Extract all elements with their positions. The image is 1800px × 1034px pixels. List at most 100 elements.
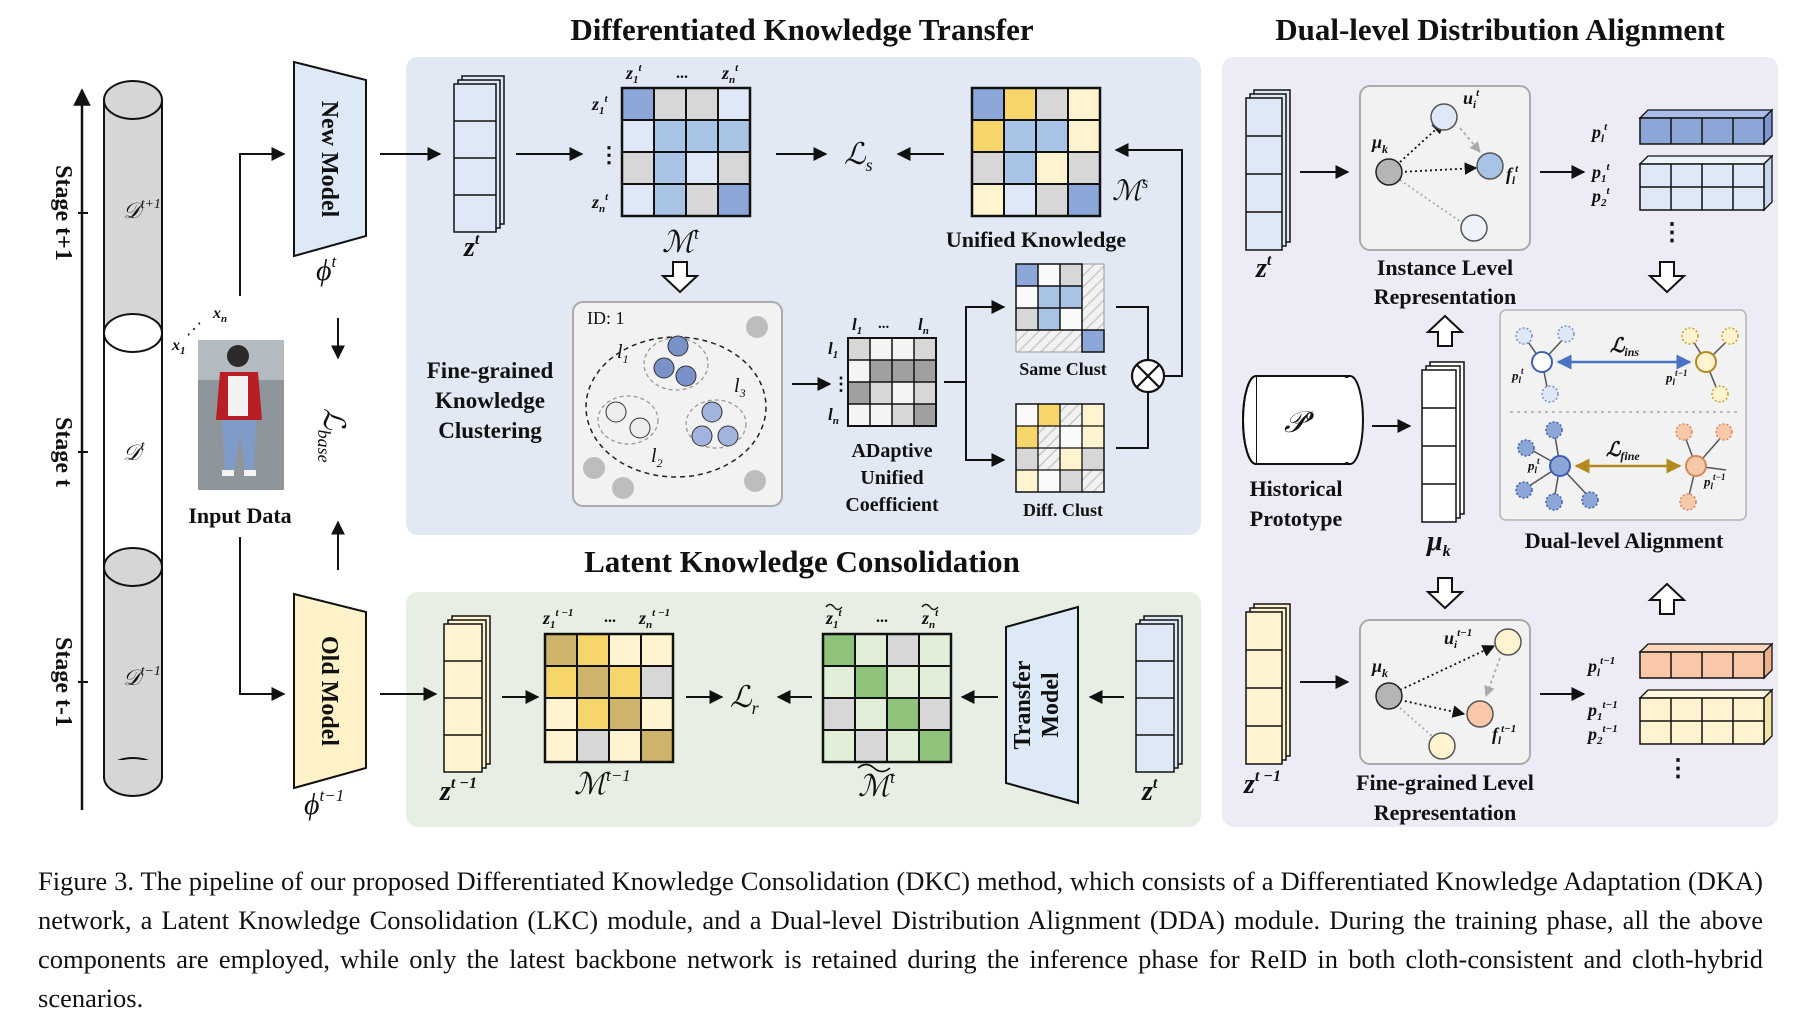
p-prev-vdots: ⋮ bbox=[1666, 756, 1690, 782]
dkt-header: Differentiated Knowledge Transfer bbox=[570, 12, 1033, 47]
p2-prev-label: p2t−1 bbox=[1586, 723, 1618, 747]
instance-label-1: Instance Level bbox=[1377, 255, 1513, 280]
lkc-zt-label: zt bbox=[1141, 775, 1158, 807]
cluster-l1: l1 bbox=[617, 341, 629, 366]
pl-prev-vector bbox=[1638, 642, 1774, 680]
fine-f: flt−1 bbox=[1492, 723, 1516, 747]
mprev-matrix bbox=[543, 632, 675, 764]
coef-row-first: l1 bbox=[828, 339, 838, 361]
old-model-label: Old Model bbox=[316, 636, 342, 746]
zprev-label: zt −1 bbox=[439, 775, 477, 807]
coef-col-last: ln bbox=[918, 315, 929, 337]
dda-zprev-label: zt −1 bbox=[1243, 768, 1281, 800]
l-r: ℒr bbox=[730, 681, 760, 718]
p2-t-label: p2t bbox=[1590, 185, 1611, 209]
coef-col-first: l1 bbox=[852, 315, 862, 337]
adaptive-label-3: Coefficient bbox=[845, 494, 939, 516]
instance-mu: μk bbox=[1371, 132, 1388, 156]
stage-cylinder bbox=[103, 80, 163, 797]
dual-bottom-right-label: plt−1 bbox=[1703, 472, 1725, 491]
arrow-coef-branch-2 bbox=[965, 382, 1006, 467]
coef-col-dots: ... bbox=[878, 316, 890, 332]
old-model-trapezoid bbox=[293, 592, 367, 790]
pl-t-label: plt bbox=[1590, 121, 1608, 145]
transfer-model-label-2: Model bbox=[1038, 672, 1064, 738]
lkc-panel bbox=[406, 592, 1201, 827]
p12-prev-vector bbox=[1638, 688, 1774, 746]
hollow-arrow-p-down bbox=[1647, 261, 1687, 294]
tilde-col-last bbox=[921, 603, 939, 611]
stage-current-label: Stage t bbox=[50, 417, 76, 487]
hollow-arrow-to-instance bbox=[1425, 314, 1465, 347]
mt-row-first: z1t bbox=[591, 93, 609, 117]
arrow-coef-branch bbox=[944, 300, 1006, 383]
mtilde-label: ℳt bbox=[858, 768, 896, 803]
line-same-to-otimes bbox=[1116, 306, 1149, 360]
zt-label: zt bbox=[463, 231, 480, 263]
instance-label-2: Representation bbox=[1374, 284, 1517, 309]
input-data-label: Input Data bbox=[188, 503, 291, 528]
same-clust-label: Same Clust bbox=[1019, 359, 1107, 379]
coef-row-last: ln bbox=[828, 405, 839, 427]
p-t-vdots: ⋮ bbox=[1660, 220, 1684, 246]
mtilde-col-last: znt bbox=[921, 607, 939, 631]
input-dots: ⋰ bbox=[186, 321, 202, 338]
mtilde-col-first: z1t bbox=[825, 607, 843, 631]
fine-grained-label-1: Fine-grained bbox=[427, 358, 554, 383]
mprev-col-last: znt −1 bbox=[638, 607, 670, 631]
figure-caption: Figure 3. The pipeline of our proposed D… bbox=[38, 866, 1763, 1013]
fine-level-label-2: Representation bbox=[1374, 800, 1517, 825]
mt-label: ℳt bbox=[662, 224, 700, 259]
mt-col-first: z1t bbox=[625, 62, 643, 86]
dual-top-right-label: plt−1 bbox=[1665, 368, 1687, 387]
diagram-canvas: Differentiated Knowledge Transfer Dual-l… bbox=[50, 12, 1778, 827]
l-ins: ℒins bbox=[1610, 335, 1639, 359]
mt-row-dots: ⋮ bbox=[598, 142, 620, 167]
new-model-label: New Model bbox=[316, 101, 342, 218]
historical-label-2: Prototype bbox=[1250, 506, 1343, 531]
otimes-symbol bbox=[1130, 358, 1166, 394]
lkc-zt-feature-stack bbox=[1135, 615, 1183, 773]
input-xn: xn bbox=[212, 305, 227, 325]
dual-alignment-label: Dual-level Alignment bbox=[1525, 528, 1724, 553]
mu-k-label: μk bbox=[1425, 526, 1451, 560]
fine-level-label-1: Fine-grained Level bbox=[1356, 770, 1534, 795]
tilde-col-first bbox=[825, 603, 843, 611]
mprev-col-dots: ... bbox=[604, 609, 616, 626]
new-model-trapezoid bbox=[293, 60, 367, 258]
old-model-phi: ϕt−1 bbox=[304, 786, 344, 821]
p1-prev-label: p1t−1 bbox=[1586, 699, 1618, 723]
pl-prev-label: plt−1 bbox=[1586, 655, 1615, 679]
coef-row-dots: ⋮ bbox=[832, 374, 850, 394]
zprev-feature-stack bbox=[443, 615, 491, 773]
mt-matrix bbox=[620, 86, 752, 218]
l-fine: ℒfine bbox=[1606, 439, 1640, 463]
stage-next-label: Stage t+1 bbox=[50, 165, 76, 261]
mtilde-matrix bbox=[821, 632, 953, 764]
l-base: ℒbase bbox=[314, 408, 350, 463]
hollow-arrow-to-fine bbox=[1425, 577, 1465, 610]
tilde-m bbox=[857, 763, 891, 773]
pl-t-vector bbox=[1638, 108, 1774, 146]
arrow-input-new bbox=[239, 147, 286, 296]
instance-level-box bbox=[1359, 85, 1531, 251]
cluster-id: ID: 1 bbox=[587, 308, 625, 328]
arrow-input-old bbox=[239, 537, 286, 701]
ms-matrix bbox=[970, 86, 1102, 218]
input-x1: x1 bbox=[171, 337, 186, 357]
stage-prev-label: Stage t-1 bbox=[50, 637, 76, 727]
fine-mu: μk bbox=[1371, 656, 1388, 680]
unified-knowledge-label: Unified Knowledge bbox=[946, 227, 1127, 252]
mt-col-dots: ... bbox=[676, 65, 688, 82]
line-diff-to-otimes bbox=[1116, 392, 1149, 449]
adaptive-label-1: ADaptive bbox=[851, 440, 932, 462]
lkc-header: Latent Knowledge Consolidation bbox=[584, 544, 1020, 579]
dataset-prev: 𝒟t−1 bbox=[123, 664, 161, 690]
dataset-next: 𝒟t+1 bbox=[123, 197, 161, 223]
instance-u: uit bbox=[1463, 87, 1480, 111]
new-model-phi: ϕt bbox=[316, 252, 338, 287]
instance-f: flt bbox=[1506, 163, 1519, 187]
l-s: ℒs bbox=[844, 138, 873, 175]
same-clust-matrix bbox=[1015, 263, 1105, 353]
